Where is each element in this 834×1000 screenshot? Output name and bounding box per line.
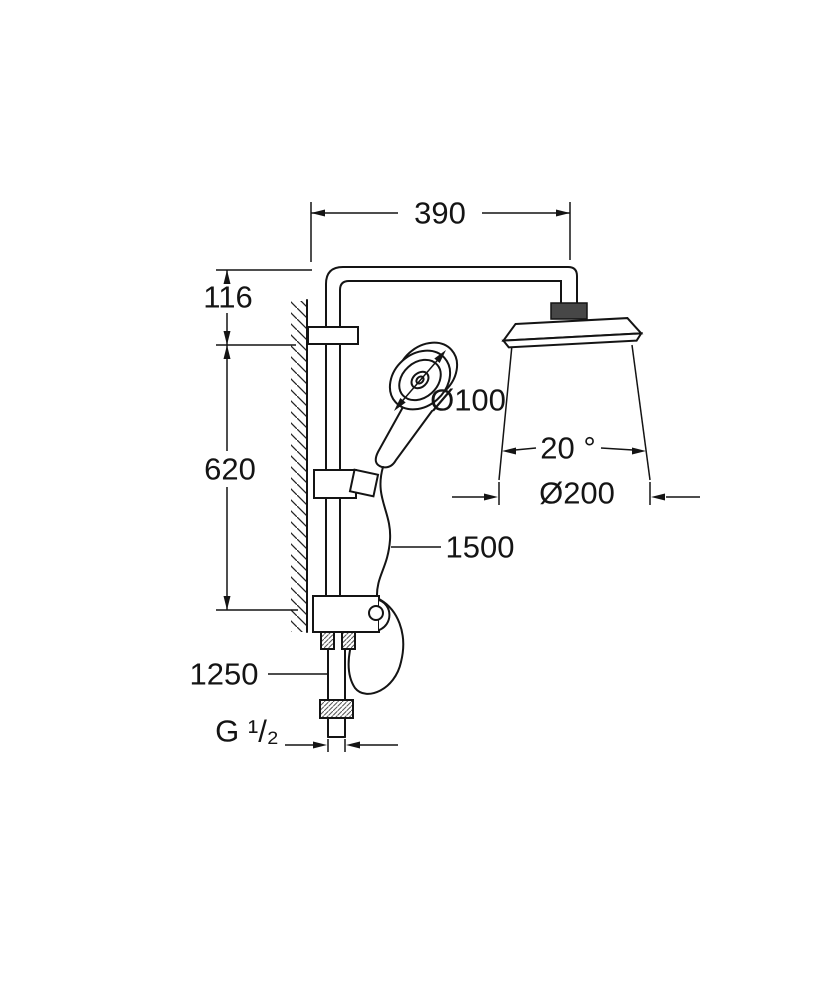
dimension-lines [216,202,571,611]
head-shower [501,317,644,349]
slider-bracket [313,468,380,499]
dim-upper-height-label: 116 [203,280,252,315]
wall-bracket [307,326,359,345]
dim-hand-shower-diameter-label: Ø100 [430,383,506,418]
hand-shower-diameter-arrow [394,350,446,411]
thread-dimension [285,739,398,752]
wall-hatch [291,299,308,633]
supply-pipe [319,648,354,738]
dim-lower-height-label: 620 [204,452,256,487]
dim-hose-length-label: 1500 [446,530,515,565]
spray-cone [452,344,700,505]
dim-thread-size-label: G ¹/₂ [215,714,279,749]
dim-top-width-label: 390 [414,196,466,231]
dim-head-shower-diameter-label: Ø200 [539,476,615,511]
dim-supply-height-label: 1250 [190,657,259,692]
shower-pipe [325,266,578,599]
dim-spray-angle-label: 20 ° [540,431,596,466]
head-shower-fitting [550,302,588,320]
diverter-body [312,595,391,650]
shower-hose [347,466,405,695]
